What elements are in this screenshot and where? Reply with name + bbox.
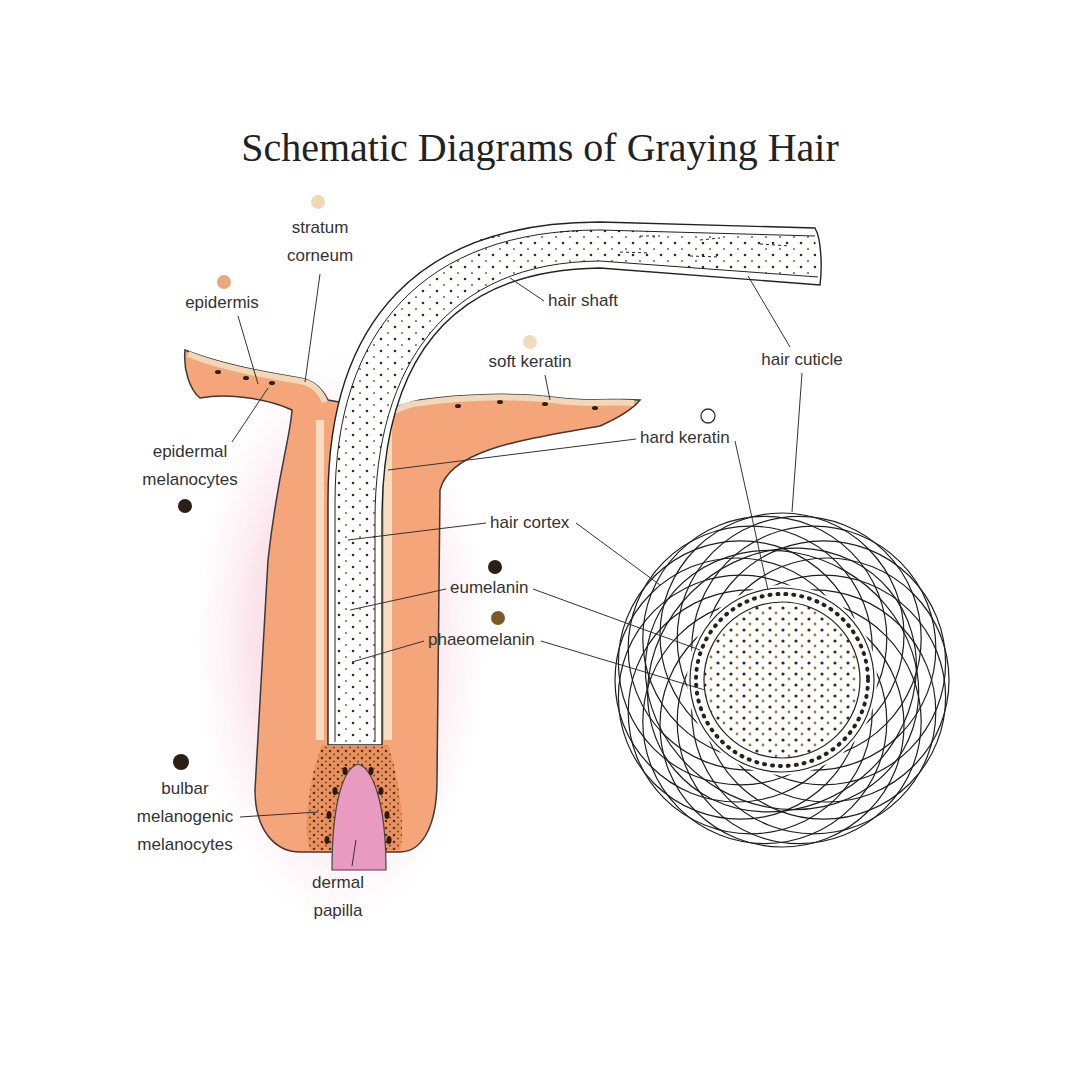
cortex-section — [704, 602, 860, 758]
pigment-ring — [696, 594, 868, 766]
part-label: eumelanin — [450, 574, 610, 602]
part-label: hair cuticle — [722, 346, 882, 374]
leader-lines — [232, 274, 802, 866]
part-label: phaeomelanin — [428, 626, 588, 654]
part-label: dermal papilla — [298, 869, 378, 925]
cuticle-mesh — [594, 493, 970, 866]
diagram-title: Schematic Diagrams of Graying Hair — [0, 124, 1080, 172]
dermal-papilla — [332, 764, 386, 870]
part-label: hard keratin — [640, 424, 800, 452]
part-label: hair cortex — [490, 509, 650, 537]
inner-sheath-strip — [316, 420, 324, 740]
part-label: hair shaft — [548, 287, 708, 315]
hard-keratin-ring — [690, 588, 874, 772]
cuticle-scale — [480, 231, 790, 257]
cross-section-core — [687, 585, 877, 775]
bulbar-melanocyte-dots — [325, 767, 392, 844]
part-label: soft keratin — [450, 348, 610, 376]
part-label: epidermal melanocytes — [120, 438, 260, 494]
hair-follicle — [185, 350, 640, 852]
stratum-corneum-right — [390, 397, 634, 413]
part-label: bulbar melanogenic melanocytes — [115, 775, 255, 859]
part-label: stratum corneum — [275, 214, 365, 270]
part-label: epidermis — [142, 289, 302, 317]
label-markers — [173, 195, 715, 770]
